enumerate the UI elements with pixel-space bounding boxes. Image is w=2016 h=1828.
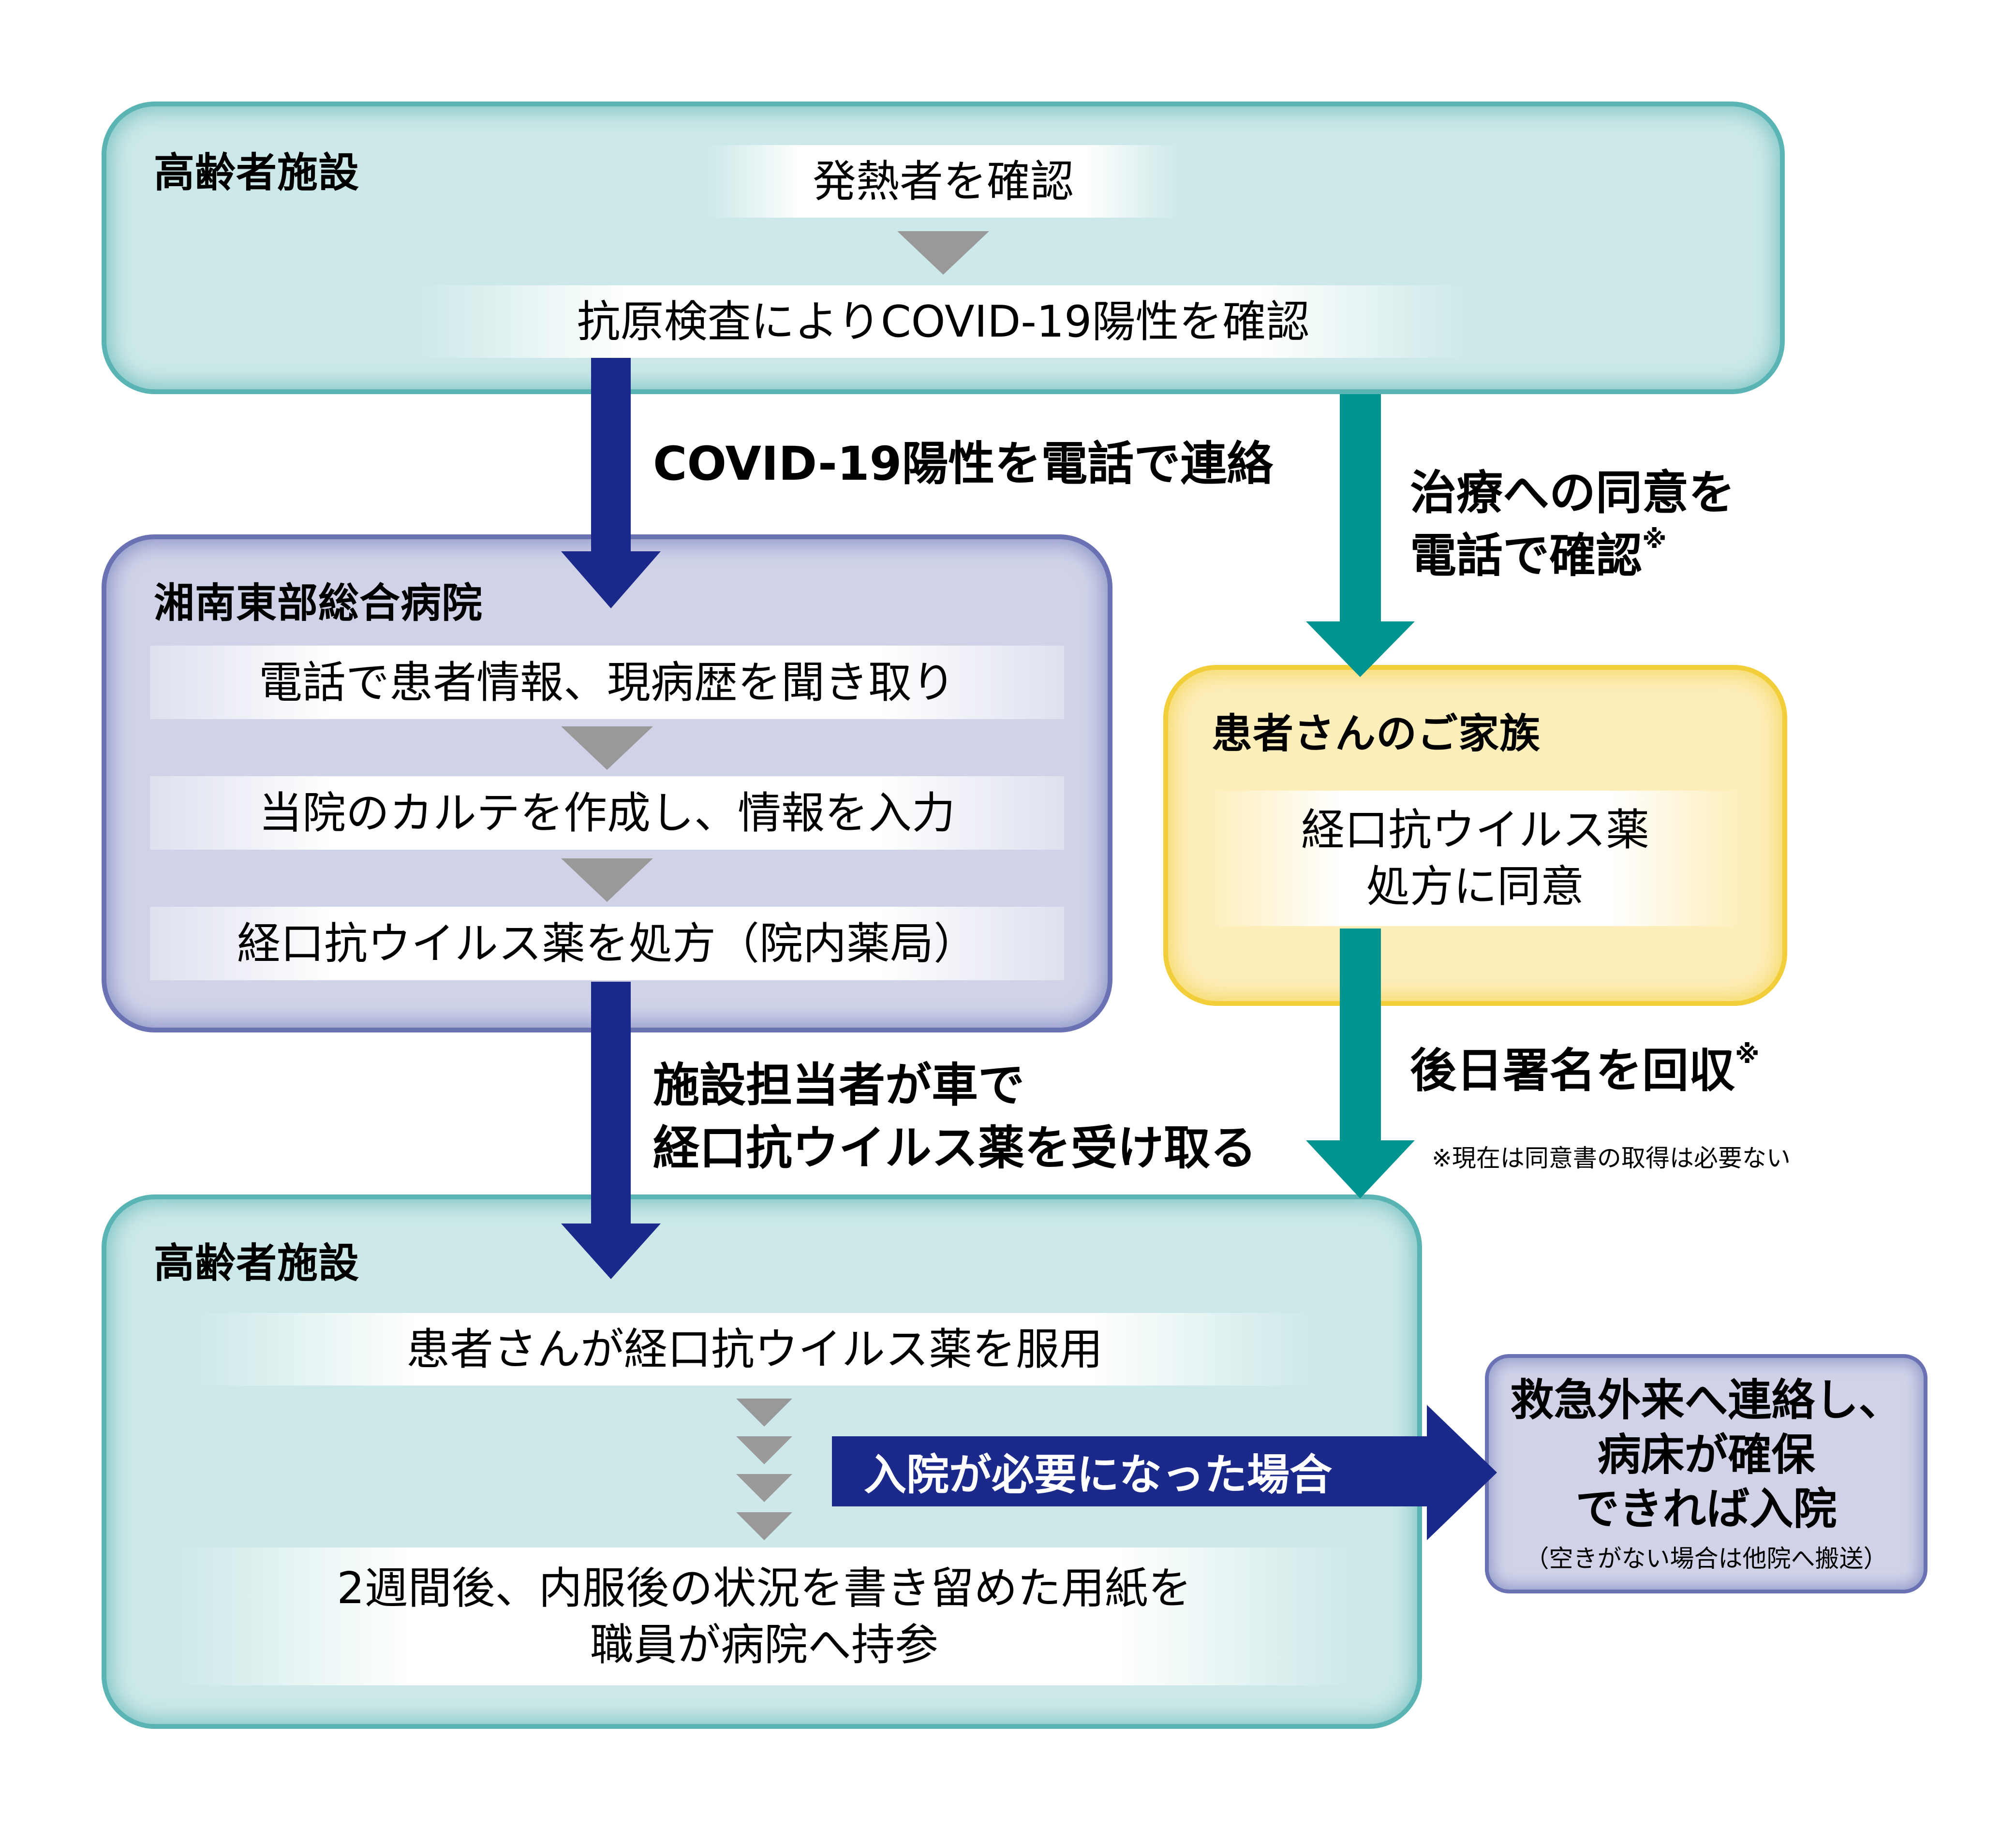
family-title: 患者さんのご家族 <box>1212 710 1541 757</box>
facility-bottom-title: 高齢者施設 <box>154 1239 360 1287</box>
arrow-family-to-facility <box>1306 929 1415 1198</box>
arrow-facility-to-family <box>1306 394 1415 677</box>
facility-top-title: 高齢者施設 <box>154 149 360 196</box>
arrow-to-family-label-line-2-text: 電話で確認 <box>1410 528 1642 583</box>
arrow-hospital-to-facility-label: 施設担当者が車で 経口抗ウイルス薬を受け取る <box>653 1054 1257 1179</box>
step-arrow-icon <box>561 858 653 902</box>
emergency-line-3: できれば入院 <box>1575 1484 1837 1534</box>
facility-bottom-step-2-line-2: 職員が病院へ持参 <box>590 1619 938 1670</box>
facility-top-step-2: 抗原検査によりCOVID-19陽性を確認 <box>416 285 1470 358</box>
arrow-facility-to-hospital <box>561 358 661 608</box>
family-step: 経口抗ウイルス薬 処方に同意 <box>1207 791 1744 926</box>
step-arrow-icon <box>897 231 989 275</box>
emergency-line-2: 病床が確保 <box>1597 1429 1815 1480</box>
family-step-line-2: 処方に同意 <box>1366 861 1584 912</box>
emergency-note: （空きがない場合は他院へ搬送） <box>1525 1544 1888 1573</box>
footnote-mark: ※ <box>1735 1040 1760 1069</box>
arrow-to-family-label: 治療への同意を 電話で確認※ <box>1410 462 1735 587</box>
step-arrow-icon <box>736 1436 792 1464</box>
arrow-to-hospital-label: COVID-19陽性を電話で連絡 <box>653 437 1274 491</box>
footnote-mark: ※ <box>1642 525 1667 554</box>
family-step-line-1: 経口抗ウイルス薬 <box>1301 805 1649 855</box>
arrow-hospital-to-facility-label-line-1: 施設担当者が車で <box>653 1058 1024 1112</box>
facility-bottom-step-1: 患者さんが経口抗ウイルス薬を服用 <box>193 1313 1316 1386</box>
emergency-text: 救急外来へ連絡し、 病床が確保 できれば入院 （空きがない場合は他院へ搬送） <box>1490 1373 1923 1574</box>
arrow-hospital-to-facility <box>561 982 661 1279</box>
step-arrow-icon <box>736 1399 792 1427</box>
facility-bottom-step-2-line-1: 2週間後、内服後の状況を書き留めた用紙を <box>337 1563 1192 1614</box>
arrow-to-family-label-line-1: 治療への同意を <box>1410 466 1735 520</box>
hospital-title: 湘南東部総合病院 <box>154 579 483 627</box>
arrow-to-family-label-line-2: 電話で確認※ <box>1410 525 1735 588</box>
footnote: ※現在は同意書の取得は必要ない <box>1432 1144 1791 1172</box>
facility-top-step-1: 発熱者を確認 <box>706 145 1180 218</box>
step-arrow-icon <box>561 726 653 770</box>
facility-bottom-step-2: 2週間後、内服後の状況を書き留めた用紙を 職員が病院へ持参 <box>174 1548 1354 1685</box>
hospital-step-3: 経口抗ウイルス薬を処方（院内薬局） <box>150 907 1064 980</box>
arrow-hospital-to-facility-label-line-2: 経口抗ウイルス薬を受け取る <box>653 1120 1257 1175</box>
hospital-step-1: 電話で患者情報、現病歴を聞き取り <box>150 646 1064 719</box>
arrow-family-to-facility-label-text: 後日署名を回収 <box>1410 1044 1735 1098</box>
emergency-box <box>1485 1354 1927 1593</box>
step-arrow-icon <box>736 1474 792 1502</box>
step-arrow-icon <box>736 1512 792 1540</box>
hospitalization-banner-label: 入院が必要になった場合 <box>863 1450 1332 1500</box>
arrow-to-emergency <box>832 1405 1497 1540</box>
arrow-family-to-facility-label: 後日署名を回収※ <box>1410 1040 1760 1103</box>
emergency-line-1: 救急外来へ連絡し、 <box>1510 1375 1902 1426</box>
hospital-step-2: 当院のカルテを作成し、情報を入力 <box>150 776 1064 850</box>
